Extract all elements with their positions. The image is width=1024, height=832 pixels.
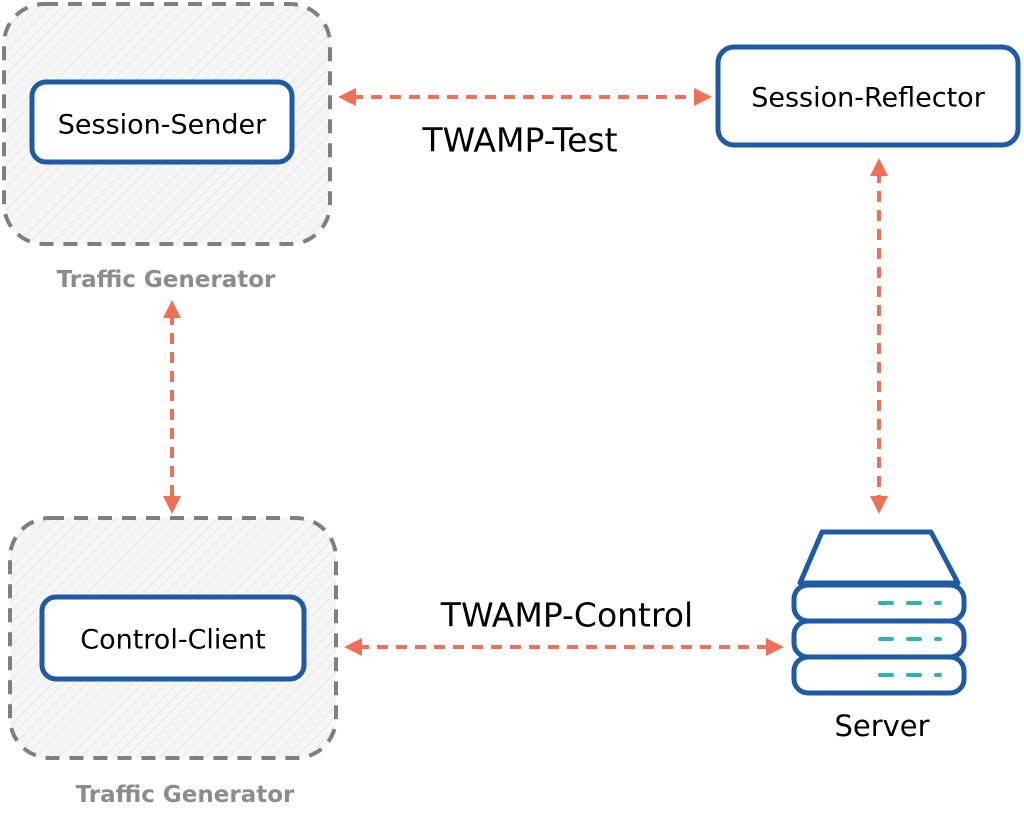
link-control-arrow-right	[766, 638, 784, 656]
link-reflector-server-arrow-bottom	[870, 496, 888, 514]
server-label: Server	[834, 709, 929, 743]
server-icon[interactable]	[791, 529, 967, 696]
link-reflector-server-arrow-top	[870, 158, 888, 176]
link-test-arrow-left	[338, 88, 356, 106]
group-label-bottom: Traffic Generator	[76, 782, 295, 808]
session-reflector-box	[715, 44, 1021, 148]
session-reflector-label: Session-Reflector	[751, 83, 985, 114]
link-test-label: TWAMP-Test	[421, 121, 617, 160]
session-sender-label: Session-Sender	[58, 110, 267, 141]
link-reflector-server	[870, 158, 888, 514]
group-label-top: Traffic Generator	[57, 267, 276, 293]
control-client-label: Control-Client	[80, 625, 266, 656]
session-sender-box	[29, 79, 295, 165]
link-control-label: TWAMP-Control	[440, 596, 693, 635]
link-twamp-test	[338, 88, 712, 106]
link-test-arrow-right	[694, 88, 712, 106]
server-top-cap	[797, 529, 961, 586]
link-sender-client-arrow-bottom	[163, 496, 181, 514]
link-sender-client	[163, 300, 181, 514]
link-control-arrow-left	[344, 638, 362, 656]
session-reflector-node[interactable]: Session-Reflector	[715, 44, 1021, 148]
control-client-box	[39, 594, 307, 682]
session-sender-node[interactable]: Session-Sender	[29, 79, 295, 165]
link-sender-client-arrow-top	[163, 300, 181, 318]
control-client-node[interactable]: Control-Client	[39, 594, 307, 682]
link-twamp-control	[344, 638, 784, 656]
